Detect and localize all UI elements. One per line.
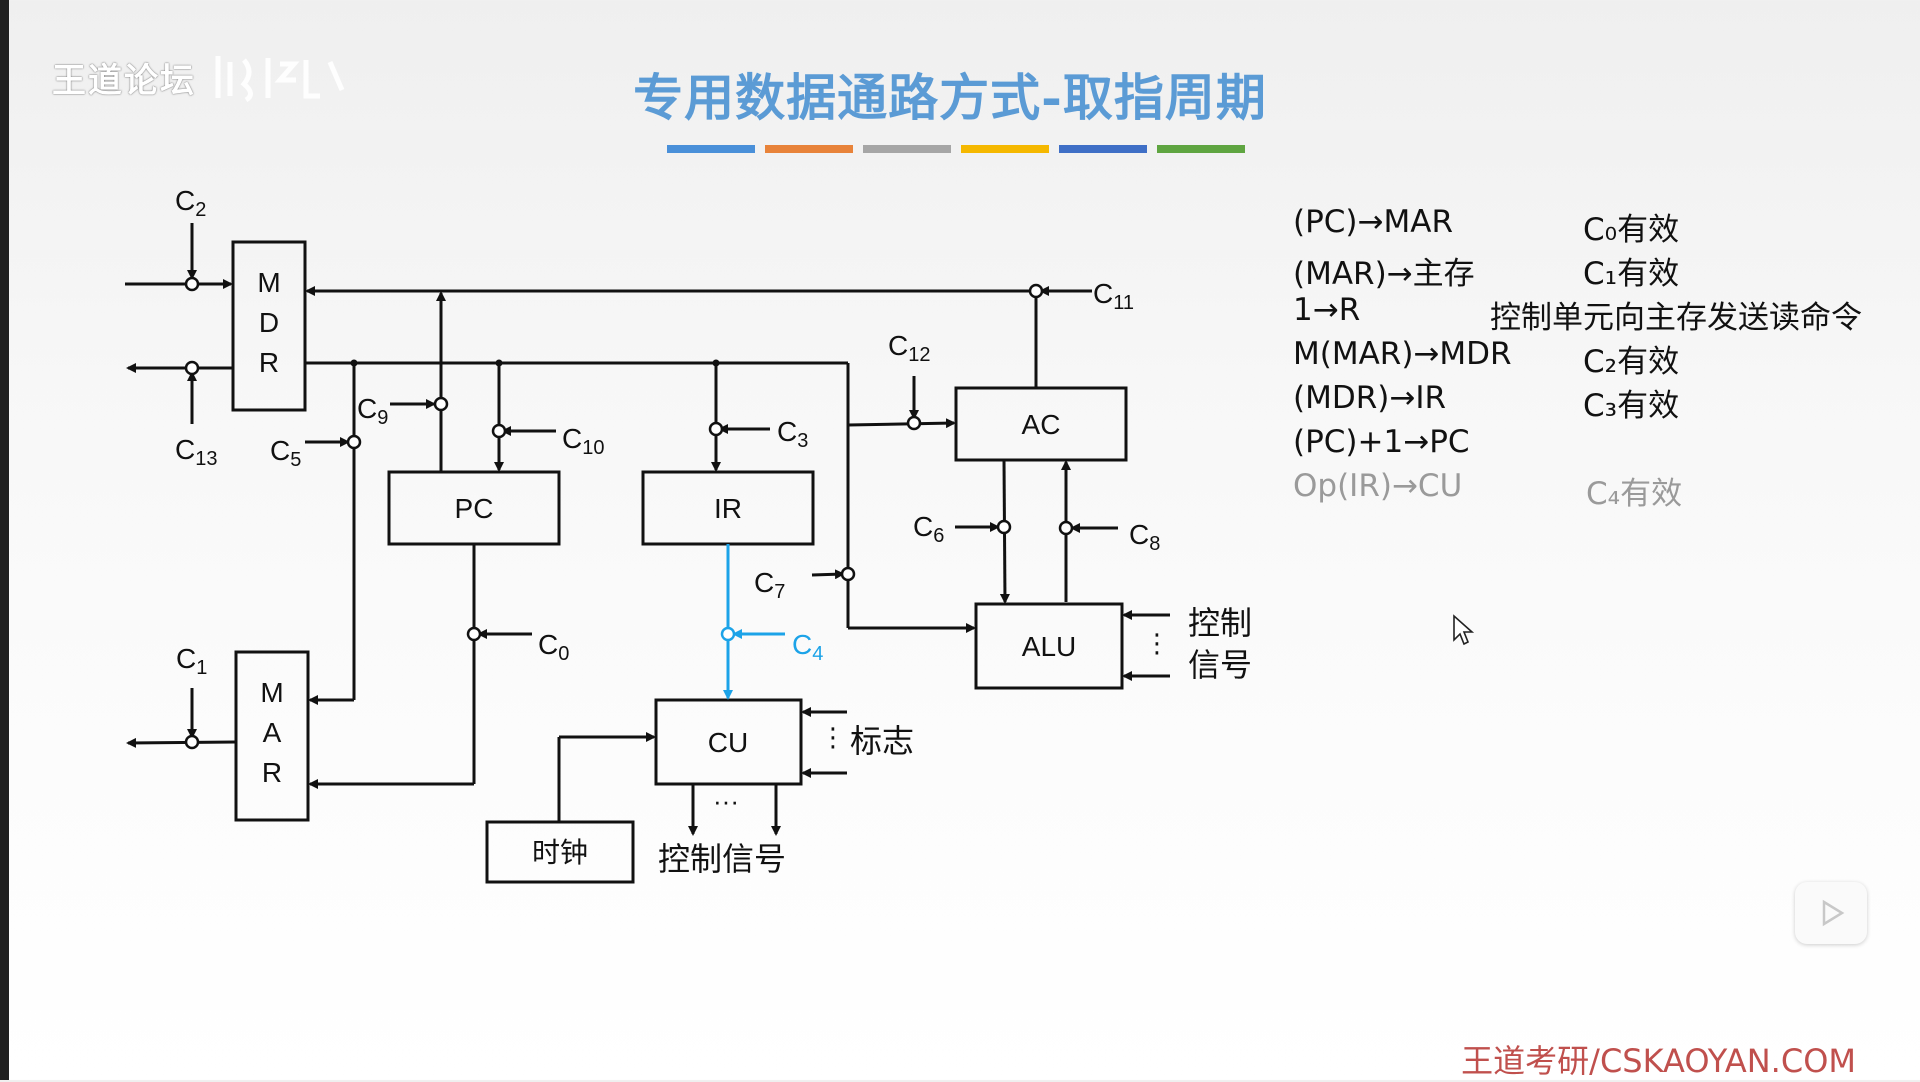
gate-c10: [491, 423, 507, 439]
ir-to-cu-highlight: [723, 544, 785, 700]
step-2-note: C₁有效: [1583, 256, 1680, 292]
signal-c8: C8: [1129, 519, 1160, 555]
gate-c4: [720, 626, 736, 642]
mar-letter-1: M: [260, 677, 283, 708]
step-1-op: (PC)→MAR: [1293, 204, 1453, 240]
alu-control-label-2: 信号: [1188, 647, 1252, 683]
cu-output-ellipsis: ···: [713, 786, 739, 816]
ac-label: AC: [1022, 409, 1061, 440]
alu-vdots: ⋮: [1144, 628, 1170, 658]
mdr-letter-2: D: [259, 307, 279, 338]
signal-c10: C10: [562, 423, 604, 459]
mdr-letter-1: M: [257, 267, 280, 298]
watermark-text: 王道论坛: [52, 60, 196, 101]
mar-letter-3: R: [262, 757, 282, 788]
ac-block: [954, 386, 1128, 462]
alu-label: ALU: [1022, 631, 1076, 662]
pc-label: PC: [455, 493, 494, 524]
play-icon: [1822, 899, 1845, 927]
footer-brand: 王道考研/CSKAOYAN.COM: [1461, 1042, 1856, 1080]
stripe-2: [765, 145, 853, 153]
watermark-logo-icon: [215, 56, 345, 103]
gate-c2: [184, 276, 200, 292]
gate-c11: [1028, 283, 1044, 299]
signal-c7: C7: [754, 567, 785, 603]
mdr-block: [231, 240, 307, 412]
step-1-note: C₀有效: [1583, 212, 1680, 248]
cu-output-label: 控制信号: [658, 841, 786, 877]
stripe-4: [961, 145, 1049, 153]
signal-c13: C13: [175, 434, 217, 470]
step-2-op: (MAR)→主存: [1293, 256, 1475, 292]
title-stripes: [667, 145, 1245, 153]
step-3-op: 1→R: [1293, 292, 1361, 328]
flags-vdots: ⋮: [820, 722, 846, 752]
watermark: 王道论坛: [52, 50, 350, 104]
mouse-pointer-icon: [1453, 614, 1475, 646]
gate-c3: [708, 421, 724, 437]
flags-label: 标志: [850, 723, 914, 759]
alu-block: [974, 602, 1124, 690]
step-4-note: C₂有效: [1583, 344, 1680, 380]
step-4-op: M(MAR)→MDR: [1293, 336, 1512, 372]
step-6-op: (PC)+1→PC: [1293, 424, 1470, 460]
cu-label: CU: [708, 727, 748, 758]
gate-c5: [346, 434, 362, 450]
signal-c0: C0: [538, 629, 569, 665]
gate-c1: [184, 734, 200, 750]
play-button[interactable]: [1795, 882, 1867, 944]
signal-c6: C6: [913, 511, 944, 547]
slide-title: 专用数据通路方式-取指周期: [633, 68, 1267, 127]
signal-c3: C3: [777, 416, 808, 452]
clock-label: 时钟: [532, 837, 588, 868]
stripe-3: [863, 145, 951, 153]
gate-c6: [996, 519, 1012, 535]
signal-c2: C2: [175, 185, 206, 221]
signal-c9: C9: [357, 393, 388, 429]
ir-label: IR: [714, 493, 742, 524]
signal-c12: C12: [888, 330, 930, 366]
left-edge-bar: [0, 0, 9, 1080]
gate-c9: [433, 396, 449, 412]
step-5-op: (MDR)→IR: [1293, 380, 1447, 416]
gate-c13: [184, 360, 200, 376]
step-3-note: 控制单元向主存发送读命令: [1490, 300, 1862, 336]
mar-letter-2: A: [263, 717, 282, 748]
step-7-op: Op(IR)→CU: [1293, 468, 1463, 504]
gate-c12: [906, 415, 922, 431]
stripe-1: [667, 145, 755, 153]
alu-control-label-1: 控制: [1188, 605, 1252, 641]
mar-block: [234, 650, 310, 822]
signal-c1: C1: [176, 643, 207, 679]
step-7-note: C₄有效: [1586, 476, 1683, 512]
step-5-note: C₃有效: [1583, 388, 1680, 424]
mdr-letter-3: R: [259, 347, 279, 378]
signal-c4: C4: [792, 629, 823, 665]
stripe-6: [1157, 145, 1245, 153]
gate-c0: [466, 626, 482, 642]
signal-c11: C11: [1093, 278, 1134, 314]
stripe-5: [1059, 145, 1147, 153]
cu-block: [654, 698, 803, 786]
signal-c5: C5: [270, 435, 301, 471]
gate-c7: [840, 566, 856, 582]
gate-c8: [1058, 520, 1074, 536]
